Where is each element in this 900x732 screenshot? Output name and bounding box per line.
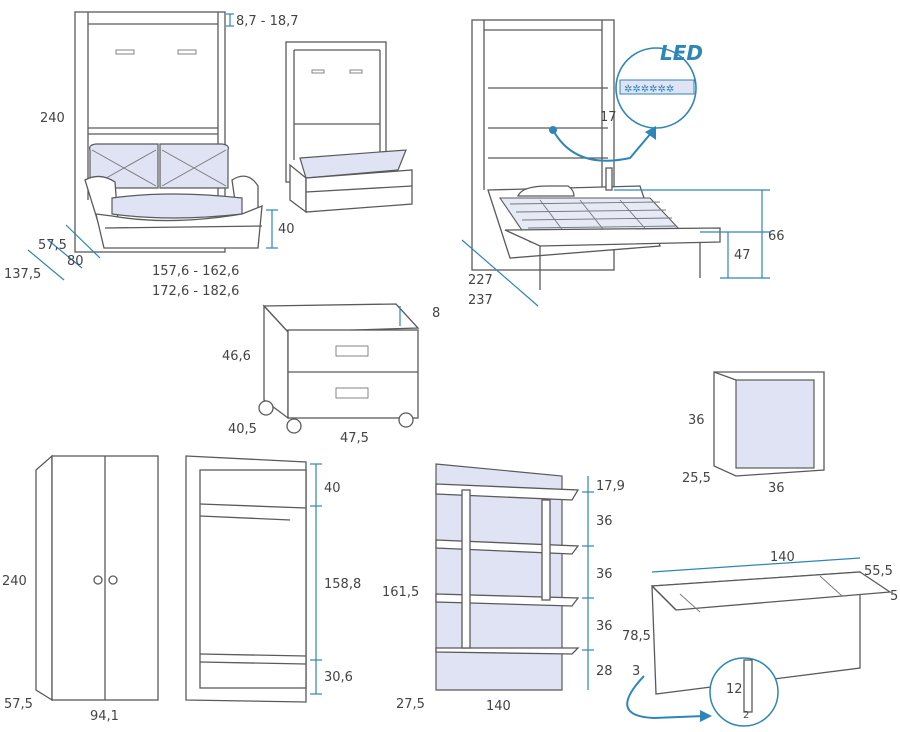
detail-width-label: 2 [743, 710, 749, 721]
wall-bed-sofa-open [285, 41, 413, 214]
wardrobe-width-label: 94,1 [90, 709, 119, 724]
desk-height-label: 78,5 [622, 629, 651, 644]
mattress-height-label: 47 [734, 248, 751, 263]
caster-icon [286, 418, 302, 434]
sofa-arm-left [84, 175, 119, 223]
cube-width-label: 36 [768, 481, 785, 496]
wall-bed-open: 17 ✲✲✲✲✲✲ LED 227 237 47 66 [461, 19, 785, 308]
wardrobe-depth-label: 57,5 [4, 697, 33, 712]
desk-thickness-label: 5 [890, 589, 898, 604]
seat-height-label: 40 [278, 222, 295, 237]
height-label: 240 [40, 111, 65, 126]
top-gap-label: 8,7 - 18,7 [236, 14, 299, 29]
ns-depth-label: 40,5 [228, 422, 257, 437]
wall-shelf-panel: 17,9 36 36 36 28 161,5 27,5 140 [382, 463, 625, 714]
drawer-handle-icon [335, 387, 369, 399]
ws-top-label: 17,9 [596, 479, 625, 494]
caster-icon [258, 400, 274, 416]
frame-height-label: 66 [768, 229, 785, 244]
wall-desk: 140 55,5 5 78,5 3 12 2 [622, 550, 898, 727]
ws-width-label: 140 [486, 699, 511, 714]
lifted-seat [299, 149, 407, 179]
width-b-label: 172,6 - 182,6 [152, 284, 239, 299]
cube-height-label: 36 [688, 413, 705, 428]
shelf-gap-label: 17 [600, 110, 617, 125]
ws-gap1-label: 36 [596, 514, 613, 529]
wo-middle-label: 158,8 [324, 577, 361, 592]
handle-icon [349, 69, 363, 74]
wardrobe-closed: 240 57,5 94,1 [2, 454, 159, 724]
desk-detail-arrow [626, 675, 705, 720]
ns-width-label: 47,5 [340, 431, 369, 446]
desk-width-label: 140 [770, 550, 795, 565]
wo-bottom-label: 30,6 [324, 670, 353, 685]
led-stars-icon: ✲✲✲✲✲✲ [624, 84, 674, 95]
cube-shelf: 36 25,5 36 [682, 371, 825, 496]
depth-b-label: 80 [67, 254, 84, 269]
cube-depth-label: 25,5 [682, 471, 711, 486]
ws-height-label: 161,5 [382, 585, 419, 600]
led-label: LED [660, 41, 703, 65]
depth-a-label: 57,5 [38, 238, 67, 253]
width-a-label: 157,6 - 162,6 [152, 264, 239, 279]
lip-label: 8 [432, 306, 440, 321]
wo-top-label: 40 [324, 481, 341, 496]
length-a-label: 227 [468, 273, 493, 288]
depth-c-label: 137,5 [4, 267, 41, 282]
sofa-seat [111, 193, 243, 219]
ws-bottom-label: 28 [596, 664, 613, 679]
wall-bed-sofa: 8,7 - 18,7 240 40 57,5 80 137,5 157,6 - … [4, 11, 299, 299]
ws-gap3-label: 36 [596, 619, 613, 634]
ns-height-label: 46,6 [222, 349, 251, 364]
caster-icon [398, 412, 414, 428]
knob-icon [108, 575, 118, 585]
wardrobe-open: 40 158,8 30,6 [185, 455, 361, 703]
desk-depth-label: 55,5 [864, 564, 893, 579]
length-b-label: 237 [468, 293, 493, 308]
led-arrow [552, 129, 653, 162]
wardrobe-height-label: 240 [2, 574, 27, 589]
detail-height-label: 12 [726, 682, 743, 697]
handle-icon [311, 69, 325, 74]
handle-icon [177, 49, 197, 55]
nightstand: 8 46,6 40,5 47,5 [222, 303, 440, 446]
ws-depth-label: 27,5 [396, 697, 425, 712]
knob-icon [93, 575, 103, 585]
ws-gap2-label: 36 [596, 567, 613, 582]
drawer-handle-icon [335, 345, 369, 357]
handle-icon [115, 49, 135, 55]
desk-panel-label: 3 [632, 664, 640, 679]
